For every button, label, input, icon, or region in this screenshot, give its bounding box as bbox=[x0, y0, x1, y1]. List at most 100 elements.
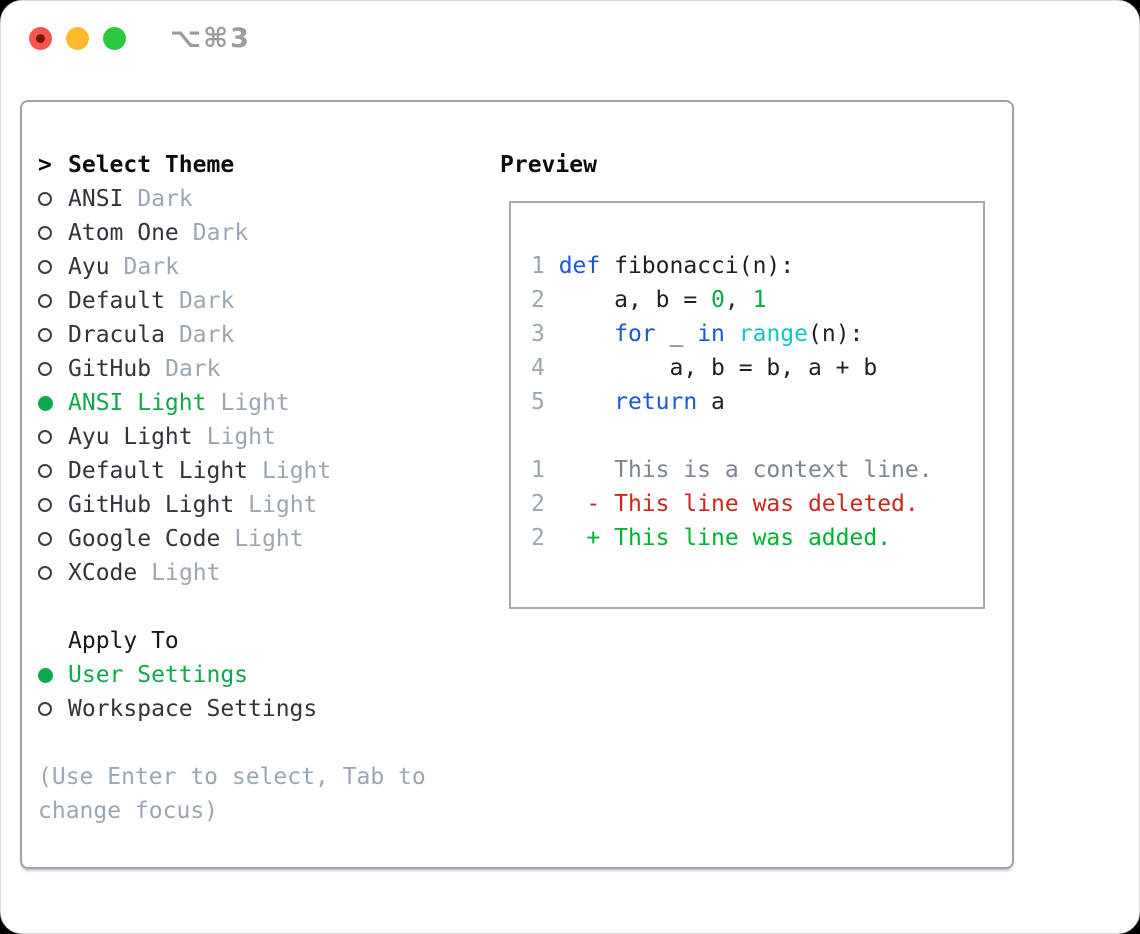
apply-to-header: Apply To bbox=[38, 624, 500, 658]
line-number: 2 bbox=[531, 525, 559, 551]
select-theme-title: Select Theme bbox=[68, 152, 235, 178]
radio-selected-dot bbox=[38, 395, 53, 411]
theme-variant-tag: Dark bbox=[178, 288, 235, 314]
apply-option-user-settings[interactable]: User Settings bbox=[38, 658, 500, 692]
theme-variant-tag: Dark bbox=[165, 356, 221, 382]
radio-dot bbox=[38, 702, 52, 716]
theme-variant-tag: Dark bbox=[123, 254, 179, 280]
theme-option-default-light[interactable]: Default Light Light bbox=[38, 454, 500, 488]
preview-column: Preview 1 def fibonacci(n):2 a, b = 0, 1… bbox=[500, 148, 1012, 867]
radio-icon bbox=[38, 294, 68, 308]
apply-option-label: Workspace Settings bbox=[68, 696, 318, 722]
theme-option-label: Ayu Light bbox=[68, 424, 193, 450]
line-number: 4 bbox=[531, 355, 559, 381]
radio-dot bbox=[38, 226, 52, 240]
preview-title: Preview bbox=[500, 152, 597, 178]
radio-dot bbox=[38, 362, 52, 376]
token-pl: a, b = bbox=[558, 287, 712, 313]
radio-icon bbox=[38, 498, 68, 512]
usage-hint: (Use Enter to select, Tab to change focu… bbox=[38, 760, 500, 828]
theme-option-label: ANSI Light bbox=[68, 390, 207, 416]
theme-option-atom-one[interactable]: Atom One Dark bbox=[38, 216, 500, 250]
radio-icon bbox=[38, 702, 68, 716]
window-zoom-button[interactable] bbox=[103, 26, 126, 50]
theme-option-label: GitHub Light bbox=[68, 492, 235, 518]
theme-option-label: Default Light bbox=[68, 458, 249, 484]
apply-to-title: Apply To bbox=[68, 628, 179, 654]
theme-variant-tag: Light bbox=[248, 492, 318, 518]
radio-dot bbox=[38, 192, 52, 206]
code-line: 2 - This line was deleted. bbox=[531, 487, 983, 521]
prompt-icon: > bbox=[38, 152, 52, 178]
token-kw: for bbox=[614, 321, 656, 347]
theme-option-label: Default bbox=[68, 288, 165, 314]
line-number: 2 bbox=[531, 491, 559, 517]
radio-selected-icon bbox=[38, 395, 68, 411]
radio-dot bbox=[38, 498, 52, 512]
theme-option-github[interactable]: GitHub Dark bbox=[38, 352, 500, 386]
window-close-button[interactable] bbox=[29, 26, 52, 50]
code-line: 4 a, b = b, a + b bbox=[531, 351, 983, 385]
radio-dot bbox=[38, 260, 52, 274]
theme-option-label: Google Code bbox=[68, 526, 221, 552]
token-pl: , bbox=[724, 287, 753, 313]
theme-option-default[interactable]: Default Dark bbox=[38, 284, 500, 318]
theme-variant-tag: Dark bbox=[178, 322, 235, 348]
radio-icon bbox=[38, 566, 68, 580]
theme-option-label: ANSI bbox=[68, 186, 124, 212]
theme-variant-tag: Light bbox=[262, 458, 332, 484]
theme-option-label: Atom One bbox=[68, 220, 179, 246]
token-pl: a bbox=[697, 389, 725, 415]
line-number: 1 bbox=[531, 457, 559, 483]
radio-icon bbox=[38, 430, 68, 444]
radio-icon bbox=[38, 328, 68, 342]
theme-option-ansi-light[interactable]: ANSI Light Light bbox=[38, 386, 500, 420]
token-pl: (n): bbox=[808, 321, 864, 347]
radio-icon bbox=[38, 532, 68, 546]
window-minimize-button[interactable] bbox=[66, 26, 89, 50]
radio-dot bbox=[38, 464, 52, 478]
radio-dot bbox=[38, 294, 52, 308]
token-pl bbox=[559, 321, 614, 347]
token-kw: return bbox=[614, 389, 698, 415]
token-kw: def bbox=[558, 253, 601, 279]
close-inner-dot-icon bbox=[36, 33, 45, 43]
hint-line-1: (Use Enter to select, Tab to bbox=[38, 764, 426, 790]
theme-option-github-light[interactable]: GitHub Light Light bbox=[38, 488, 500, 522]
token-pl bbox=[559, 389, 614, 415]
token-pl: a, b = b, a + b bbox=[558, 355, 878, 381]
theme-option-label: Ayu bbox=[68, 254, 110, 280]
radio-icon bbox=[38, 464, 68, 478]
token-fn: range bbox=[738, 321, 808, 347]
radio-dot bbox=[38, 566, 52, 580]
radio-icon bbox=[38, 192, 68, 206]
token-del: - This line was deleted. bbox=[558, 491, 919, 517]
code-line: 5 return a bbox=[531, 385, 983, 419]
radio-icon bbox=[38, 226, 68, 240]
theme-option-label: GitHub bbox=[68, 356, 152, 382]
theme-option-google-code[interactable]: Google Code Light bbox=[38, 522, 500, 556]
token-kw: in bbox=[697, 321, 725, 347]
radio-selected-dot bbox=[38, 667, 53, 683]
line-number: 2 bbox=[531, 287, 559, 313]
theme-variant-tag: Light bbox=[234, 526, 304, 552]
token-add: + This line was added. bbox=[558, 525, 892, 551]
apply-option-workspace-settings[interactable]: Workspace Settings bbox=[38, 692, 500, 726]
theme-variant-tag: Dark bbox=[192, 220, 249, 246]
code-line: 2 a, b = 0, 1 bbox=[531, 283, 983, 317]
line-number: 1 bbox=[531, 253, 559, 279]
code-line: 2 + This line was added. bbox=[531, 521, 983, 555]
theme-variant-tag: Light bbox=[220, 390, 290, 416]
theme-option-ayu[interactable]: Ayu Dark bbox=[38, 250, 500, 284]
